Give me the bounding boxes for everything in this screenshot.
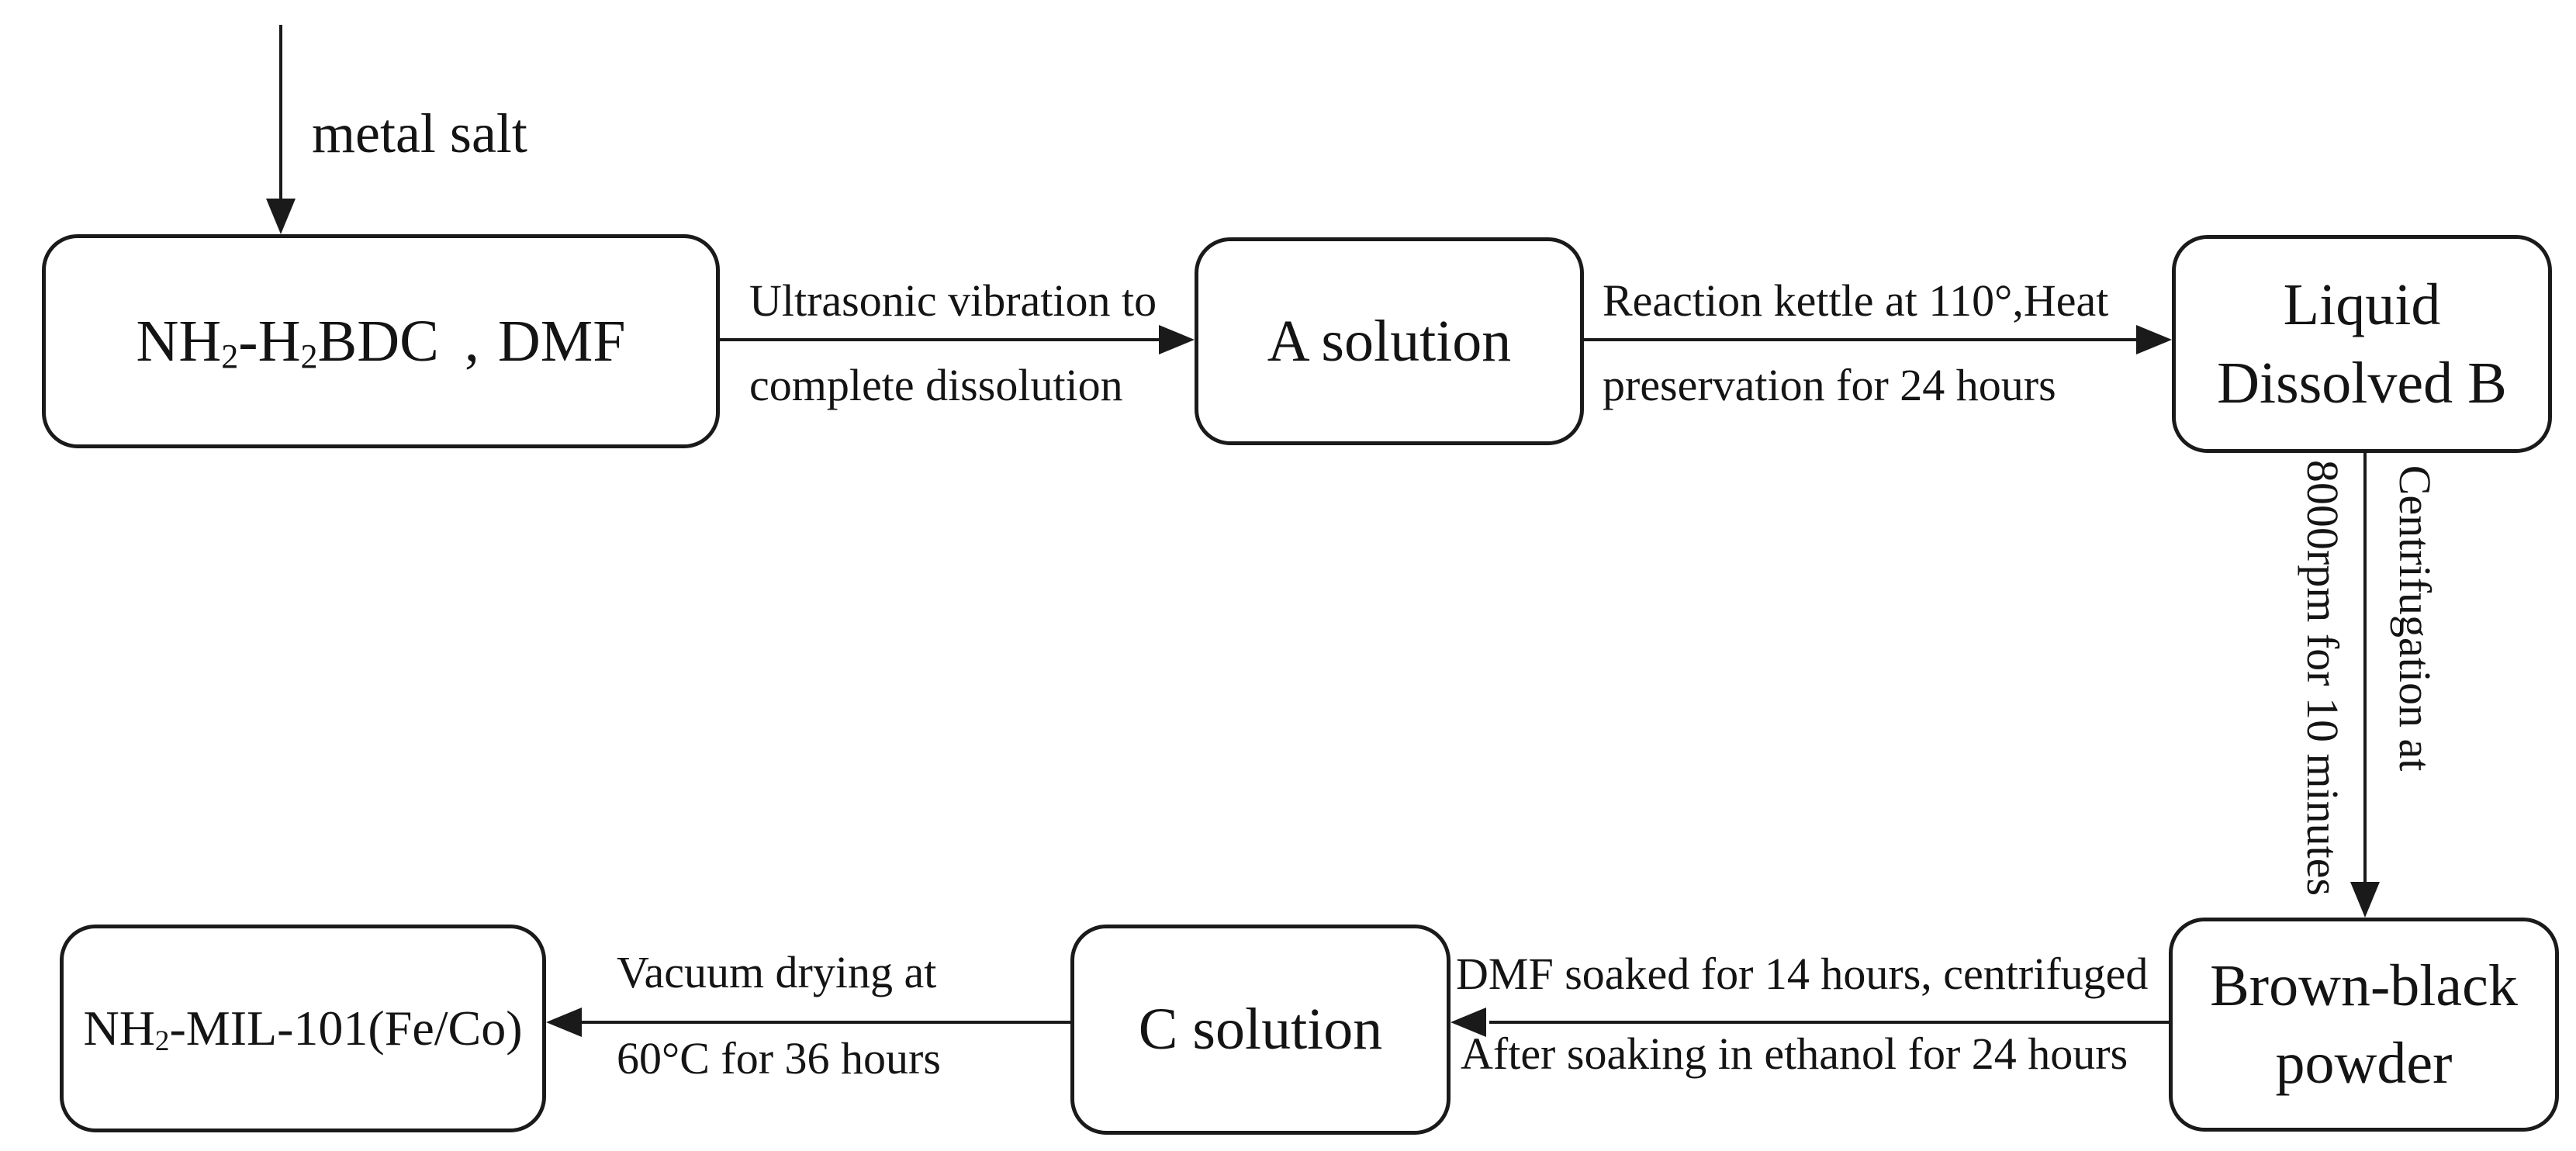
arrowhead-left-icon	[1451, 1008, 1486, 1037]
arrowhead-right-icon	[2136, 325, 2172, 354]
arrowhead-right-icon	[1159, 325, 1195, 354]
arrowhead-left-icon	[546, 1008, 582, 1037]
node-a-solution: A solution	[1195, 237, 1584, 445]
edge-label-metal-salt: metal salt	[312, 102, 527, 164]
node-label: Liquid	[2283, 272, 2441, 338]
node-product: NH2-MIL-101(Fe/Co)	[60, 925, 546, 1132]
edge-label-ultrasonic-1: Ultrasonic vibration to	[749, 275, 1157, 326]
edge-vacuum-dry-line	[581, 1021, 1070, 1024]
node-label: C solution	[1138, 997, 1383, 1063]
node-label: Dissolved B	[2217, 350, 2507, 416]
node-label: NH2-MIL-101(Fe/Co)	[83, 1000, 523, 1058]
edge-label-dmf-soak-2: After soaking in ethanol for 24 hours	[1461, 1028, 2128, 1079]
edge-label-reaction-kettle-2: preservation for 24 hours	[1603, 360, 2056, 410]
edge-dmf-soak-line	[1489, 1021, 2169, 1024]
edge-label-vacuum-dry-1: Vacuum drying at	[617, 947, 937, 997]
edge-ultrasonic-line	[720, 338, 1160, 341]
node-c-solution: C solution	[1070, 925, 1451, 1135]
edge-label-vacuum-dry-2: 60°C for 36 hours	[617, 1033, 941, 1084]
node-label: NH2-H2BDC,DMF	[136, 308, 626, 375]
edge-metal-salt-line	[279, 25, 282, 199]
node-liquid-dissolved-b: Liquid Dissolved B	[2172, 235, 2552, 453]
edge-label-reaction-kettle-1: Reaction kettle at 110°,Heat	[1603, 275, 2109, 326]
edge-reaction-kettle-line	[1584, 338, 2137, 341]
node-label: A solution	[1267, 308, 1512, 374]
node-label: powder	[2275, 1031, 2453, 1096]
edge-label-centrifugation-1: Centrifugation at	[2390, 465, 2440, 772]
arrowhead-down-icon	[266, 199, 296, 234]
node-reagents: NH2-H2BDC,DMF	[42, 234, 720, 448]
node-label: Brown-black	[2210, 952, 2518, 1018]
node-brown-black-powder: Brown-black powder	[2169, 918, 2559, 1132]
edge-label-ultrasonic-2: complete dissolution	[749, 360, 1123, 410]
edge-label-dmf-soak-1: DMF soaked for 14 hours, centrifuged	[1456, 949, 2149, 999]
arrowhead-down-icon	[2350, 882, 2380, 918]
edge-centrifugation-line	[2363, 453, 2367, 883]
edge-label-centrifugation-2: 8000rpm for 10 minutes	[2298, 459, 2348, 897]
